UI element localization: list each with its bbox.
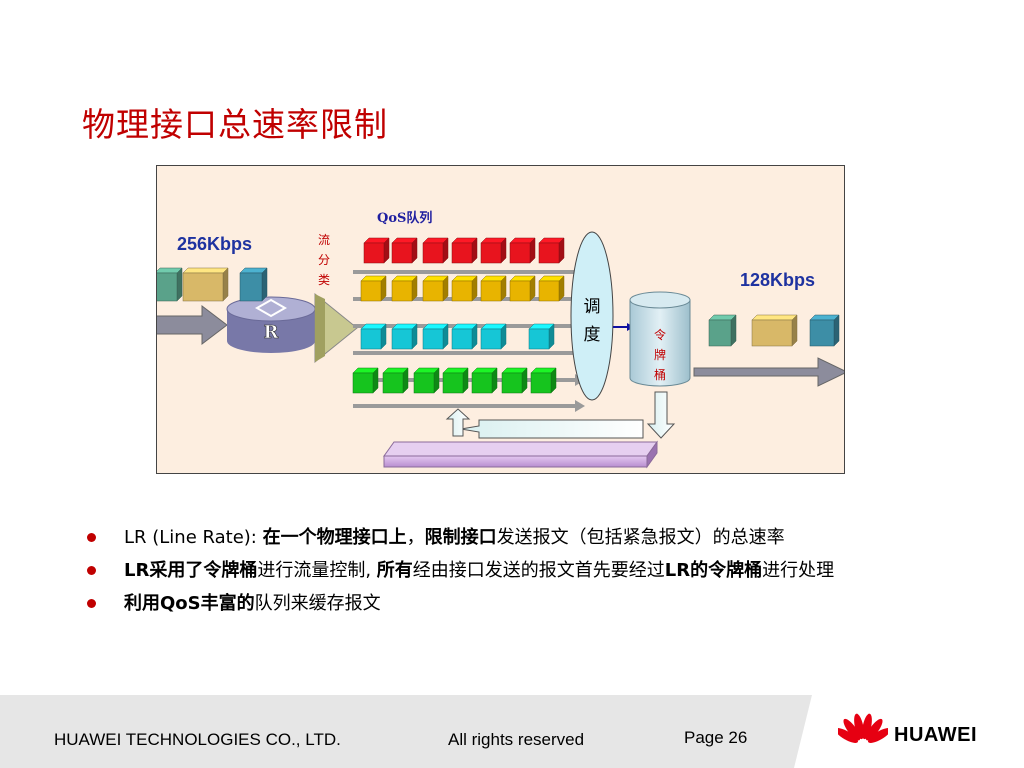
input-packet xyxy=(157,267,183,302)
queue-rail-arrowhead xyxy=(575,400,585,412)
footer-bar: HUAWEI TECHNOLOGIES CO., LTD. All rights… xyxy=(0,695,1024,768)
bullet-text-segment: 利用QoS丰富的 xyxy=(124,593,255,614)
scheduler-ellipse xyxy=(570,231,614,401)
queue-packet xyxy=(422,237,449,264)
bullet-text-segment: 队列来缓存报文 xyxy=(254,593,381,614)
queue-packet xyxy=(480,275,507,302)
scheduler-char-2: 度 xyxy=(584,325,601,345)
bullet-text-segment: LR (Line Rate): xyxy=(124,527,263,548)
queue-packet xyxy=(391,275,418,302)
queue-packet xyxy=(451,275,478,302)
queue-packet xyxy=(391,237,418,264)
huawei-wordmark: HUAWEI xyxy=(894,724,977,746)
classifier-char-3: 类 xyxy=(318,273,330,287)
queue-packet xyxy=(363,237,390,264)
input-arrow xyxy=(157,304,228,346)
queue-packet xyxy=(413,367,440,394)
queue-packet xyxy=(471,367,498,394)
bullet-list: LR (Line Rate): 在一个物理接口上，限制接口发送报文（包括紧急报文… xyxy=(86,524,966,623)
queue-rail xyxy=(353,404,577,408)
logo-petal xyxy=(868,728,888,743)
queue-packet xyxy=(451,237,478,264)
feedback-up-arrow xyxy=(445,408,471,437)
bullet-item-3: 利用QoS丰富的队列来缓存报文 xyxy=(86,590,966,617)
huawei-logo-icon xyxy=(838,713,888,743)
queue-packet xyxy=(480,323,507,350)
input-packet xyxy=(239,267,268,302)
queue-packet xyxy=(530,367,557,394)
output-arrow xyxy=(693,357,844,387)
output-rate-label: 128Kbps xyxy=(740,270,815,290)
feedback-left-arrow xyxy=(460,419,644,439)
bullet-text-segment: 经由接口发送的报文首先要经过 xyxy=(412,560,665,581)
queue-packets xyxy=(352,237,565,394)
queue-packet xyxy=(501,367,528,394)
bullet-text-segment: 在一个物理接口上 xyxy=(262,527,407,548)
classifier-char-2: 分 xyxy=(318,253,330,267)
bullet-item-1: LR (Line Rate): 在一个物理接口上，限制接口发送报文（包括紧急报文… xyxy=(86,524,966,551)
queue-rail xyxy=(353,351,577,355)
qos-queue-label: QoS队列 xyxy=(377,210,432,226)
bucket-char-3: 桶 xyxy=(654,367,666,382)
classifier-prism xyxy=(314,292,358,364)
footer-page: Page 26 xyxy=(684,728,748,747)
input-packet xyxy=(182,267,229,302)
queue-packet xyxy=(451,323,478,350)
bullet-item-2: LR采用了令牌桶进行流量控制, 所有经由接口发送的报文首先要经过LR的令牌桶进行… xyxy=(86,557,966,584)
rate-limit-diagram: R 流 分 类 256Kbps 128Kbps QoS队列 调 度 xyxy=(156,165,845,474)
queue-packet xyxy=(422,323,449,350)
queue-packet xyxy=(360,275,387,302)
queue-packet xyxy=(422,275,449,302)
bullet-text-segment: LR采用了令牌桶 xyxy=(124,560,258,581)
output-packet xyxy=(809,314,840,347)
queue-packet xyxy=(480,237,507,264)
scheduler-char-1: 调 xyxy=(584,297,601,317)
queue-packet xyxy=(382,367,409,394)
queue-packet xyxy=(528,323,555,350)
footer-rights: All rights reserved xyxy=(448,730,585,749)
logo-petal xyxy=(838,728,858,743)
queue-packet xyxy=(442,367,469,394)
input-packets xyxy=(157,267,268,302)
bullet-text-segment: 限制接口 xyxy=(424,527,497,548)
bucket-char-2: 牌 xyxy=(654,348,666,362)
logo-petal xyxy=(854,713,864,740)
logo-petal xyxy=(865,718,883,741)
queue-packet xyxy=(509,237,536,264)
output-packets xyxy=(708,314,840,347)
output-packet xyxy=(751,314,798,347)
queue-packet xyxy=(391,323,418,350)
bullet-text-segment: ， xyxy=(406,527,425,548)
token-bucket xyxy=(629,291,691,387)
down-arrow xyxy=(646,391,676,439)
input-rate-label: 256Kbps xyxy=(177,234,252,254)
queue-packet xyxy=(538,275,565,302)
router-icon: R xyxy=(226,296,316,353)
bullet-text-segment: LR的令牌桶 xyxy=(664,560,763,581)
diagram-canvas: R 流 分 类 256Kbps 128Kbps QoS队列 调 度 xyxy=(157,210,844,469)
footer-company: HUAWEI TECHNOLOGIES CO., LTD. xyxy=(54,730,341,749)
queue-packet xyxy=(538,237,565,264)
feedback-bar xyxy=(383,440,658,469)
router-letter: R xyxy=(264,322,280,343)
bullet-text-segment: 所有 xyxy=(376,560,413,581)
output-packet xyxy=(708,314,737,347)
bullet-dot xyxy=(87,566,96,575)
footer-logo-panel xyxy=(794,695,1024,768)
logo-petal xyxy=(843,718,861,741)
bullet-text-segment: 进行流量控制, xyxy=(257,560,377,581)
bullet-text-segment: 发送报文（包括紧急报文）的总速率 xyxy=(496,527,785,548)
queue-packet xyxy=(360,323,387,350)
classifier-char-1: 流 xyxy=(318,233,330,247)
queue-rail xyxy=(353,270,577,274)
bullet-text-segment: 进行处理 xyxy=(762,560,835,581)
queue-packet xyxy=(509,275,536,302)
bullet-dot xyxy=(87,599,96,608)
bullet-dot xyxy=(87,533,96,542)
page-title: 物理接口总速率限制 xyxy=(82,105,388,144)
queue-packet xyxy=(352,367,379,394)
bucket-char-1: 令 xyxy=(654,327,666,342)
